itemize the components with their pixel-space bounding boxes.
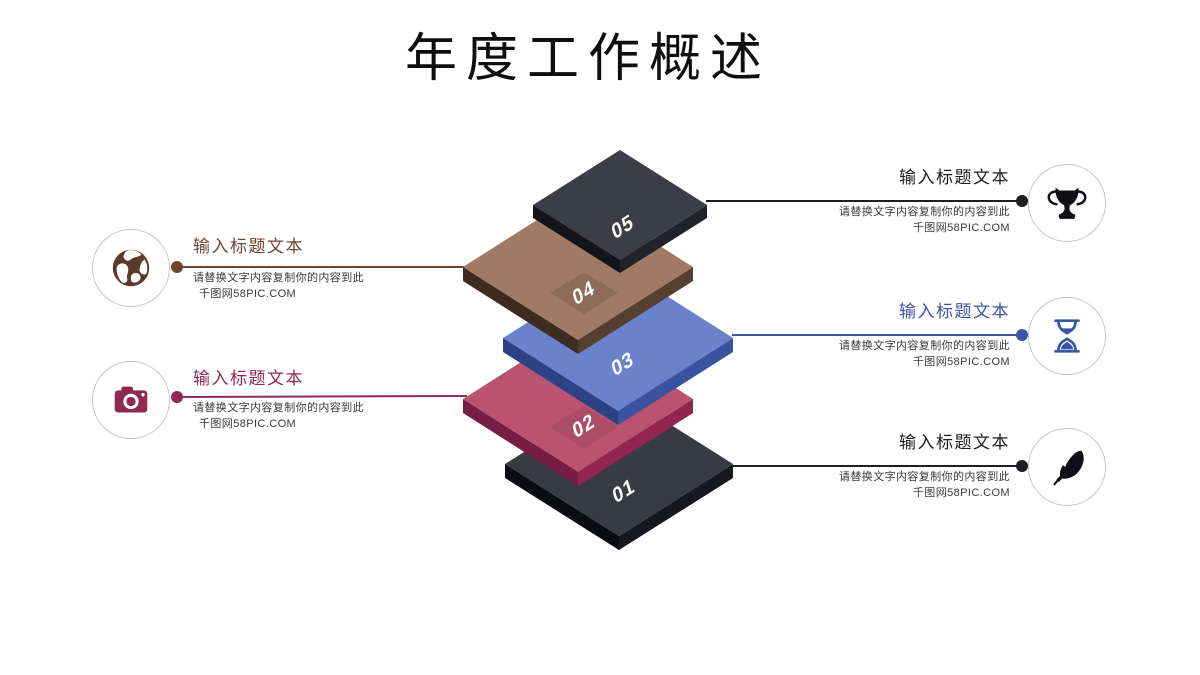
callout-feather-title: 输入标题文本 (899, 433, 1010, 452)
callout-globe-body-line2: 千图网58PIC.COM (199, 288, 297, 300)
callout-camera-title: 输入标题文本 (193, 369, 304, 388)
callout-globe-body-line1: 请替换文字内容复制你的内容到此 (193, 272, 364, 284)
callout-camera-body: 请替换文字内容复制你的内容到此 千图网58PIC.COM (193, 400, 364, 432)
layer-04-right-face (578, 267, 693, 354)
connector-line-camera (176, 395, 468, 398)
connector-dot-trophy (1016, 195, 1028, 207)
connector-dot-hourglass (1016, 329, 1028, 341)
callout-hourglass-body: 请替换文字内容复制你的内容到此 千图网58PIC.COM (839, 338, 1010, 370)
layer-05-right-face (620, 205, 707, 273)
layer-04-overlap-shadow (550, 272, 618, 314)
hourglass-icon (1054, 319, 1080, 353)
hourglass-icon-circle (1028, 297, 1106, 375)
callout-camera-body-line2: 千图网58PIC.COM (199, 418, 297, 430)
layer-01-left-face (505, 464, 619, 550)
callout-camera-body-line1: 请替换文字内容复制你的内容到此 (193, 402, 364, 414)
callout-globe-body: 请替换文字内容复制你的内容到此 千图网58PIC.COM (193, 270, 364, 302)
layer-03-left-face (503, 338, 618, 425)
callout-globe-title: 输入标题文本 (193, 237, 304, 256)
globe-icon-circle (92, 229, 170, 307)
layer-03-right-face (618, 338, 733, 425)
trophy-icon-circle (1028, 164, 1106, 242)
callout-hourglass-body-line2: 千图网58PIC.COM (912, 356, 1010, 368)
callout-feather-body: 请替换文字内容复制你的内容到此 千图网58PIC.COM (839, 469, 1010, 501)
stack-layer-05: 05 (533, 150, 707, 273)
feather-icon (1053, 450, 1084, 486)
layer-02-overlap-shadow (550, 406, 618, 448)
connector-dot-camera (171, 391, 183, 403)
slide-title: 年度工作概述 (404, 29, 771, 89)
callout-feather-body-line2: 千图网58PIC.COM (912, 487, 1010, 499)
globe-icon (112, 249, 150, 287)
feather-icon-circle (1028, 428, 1106, 506)
callout-feather-body-line1: 请替换文字内容复制你的内容到此 (839, 471, 1010, 483)
callout-trophy-body: 请替换文字内容复制你的内容到此 千图网58PIC.COM (839, 204, 1010, 236)
callout-trophy-body-line2: 千图网58PIC.COM (912, 222, 1010, 234)
camera-icon (114, 386, 148, 413)
layer-04-left-face (463, 267, 578, 354)
layer-05-left-face (533, 205, 620, 273)
layer-01-right-face (619, 464, 733, 550)
callout-trophy-body-line1: 请替换文字内容复制你的内容到此 (839, 206, 1010, 218)
trophy-icon (1047, 187, 1087, 219)
layer-02-right-face (578, 399, 693, 486)
layer-05-top-face (533, 150, 707, 260)
callout-trophy-title: 输入标题文本 (899, 168, 1010, 187)
callout-hourglass-body-line1: 请替换文字内容复制你的内容到此 (839, 340, 1010, 352)
connector-dot-feather (1016, 460, 1028, 472)
layer-02-left-face (463, 399, 578, 486)
camera-icon-circle (92, 361, 170, 439)
callout-hourglass-title: 输入标题文本 (899, 302, 1010, 321)
connector-dot-globe (171, 261, 183, 273)
